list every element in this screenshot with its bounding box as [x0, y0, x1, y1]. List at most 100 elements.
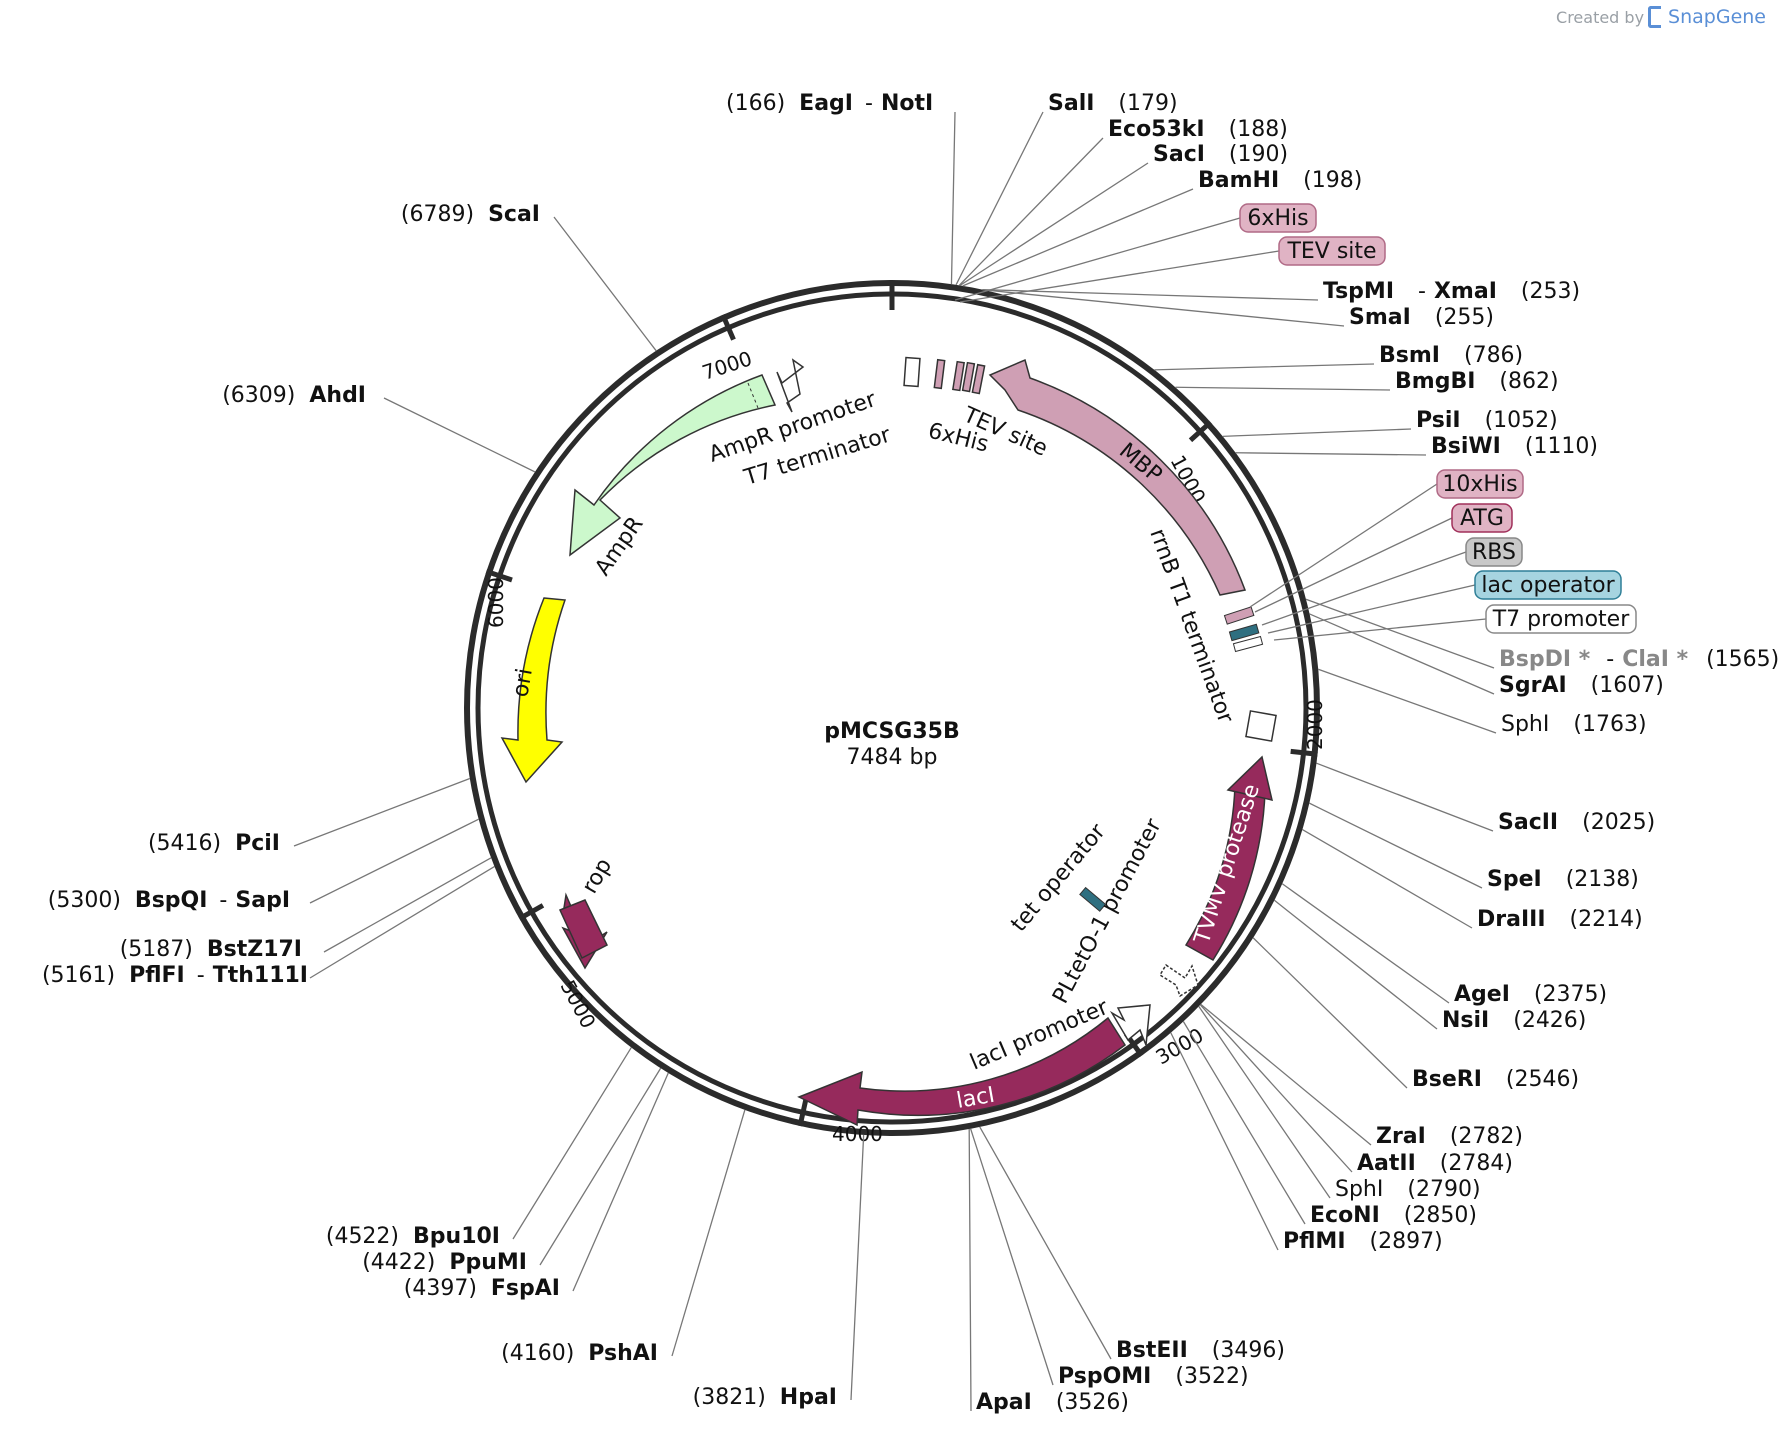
plasmid-size: 7484 bp: [847, 745, 938, 770]
leader-line-bseri-2546: [1252, 937, 1408, 1089]
site-bsteii: BstEII(3496): [1116, 1338, 1285, 1363]
site-tspmi-xmai: TspMI-XmaI(253): [1323, 279, 1580, 304]
feature-t7-terminator: [903, 356, 921, 388]
site-bmgbi: BmgBI(862): [1395, 369, 1559, 394]
site-leader-lines: [293, 111, 1497, 1412]
label-pltet-promoter: PLtetO-1 promoter: [1048, 814, 1167, 1008]
callout-box-10xhis: [1436, 469, 1524, 499]
leader-line-smai-255: [982, 289, 1345, 327]
site-bamhi: BamHI(198): [1198, 168, 1362, 193]
leader-line-bspdi-1565: [1305, 598, 1495, 669]
leader-line-bstz17i-5187: [323, 857, 492, 953]
site-sali: SalI(179): [1048, 91, 1178, 116]
leader-line-sacii-2025: [1316, 762, 1494, 832]
callout-box-6xhis: [1239, 203, 1317, 233]
leader-line-bsteii-3496: [979, 1126, 1112, 1360]
feature-mbp: [988, 358, 1247, 596]
site-bseri: BseRI(2546): [1412, 1067, 1579, 1092]
restriction-sites-right: (166)EagI-NotI SalI(179) Eco53kI(188) Sa…: [726, 91, 1779, 1415]
site-ahdi: (6309)AhdI: [222, 383, 366, 408]
leader-line-psii-1052: [1222, 428, 1412, 438]
callout-box-tev-site: [1278, 236, 1386, 266]
site-scai: (6789)ScaI: [401, 202, 540, 227]
site-pcii: (5416)PciI: [148, 831, 280, 856]
site-bpu10i: (4522)Bpu10I: [326, 1224, 500, 1249]
restriction-sites-left: (3821)HpaI (4160)PshAI (4397)FspAI (4422…: [42, 202, 837, 1410]
tick-4000: [797, 1099, 809, 1127]
feature-tet-operator: [1079, 886, 1107, 912]
leader-line-pcii-5416: [293, 777, 471, 847]
callout-line-3: [1254, 517, 1453, 613]
site-bspqi-sapi: (5300)BspQI-SapI: [48, 888, 290, 913]
feature-tev-site: [951, 360, 965, 392]
site-spei: SpeI(2138): [1487, 867, 1639, 892]
site-sgrai: SgrAI(1607): [1499, 673, 1664, 698]
leader-line-bmgbi-862: [1175, 386, 1391, 391]
site-ppumi: (4422)PpuMI: [362, 1250, 527, 1275]
callout-box-atg: [1451, 503, 1513, 533]
leader-line-aatii-2784: [1199, 1004, 1353, 1173]
credit-prefix: Created by: [1556, 7, 1645, 27]
callout-label-t7-promoter: T7 promoter: [1492, 607, 1630, 632]
leader-line-nsii-2426: [1273, 899, 1438, 1030]
site-bsmi: BsmI(786): [1379, 343, 1523, 368]
site-aatii: AatII(2784): [1357, 1151, 1513, 1176]
leader-line-scai-6789: [553, 216, 657, 352]
feature-ampr: [569, 374, 777, 557]
leader-line-draiii-2214: [1302, 828, 1473, 929]
callout-label-rbs: RBS: [1472, 540, 1516, 565]
feature-arcs: [500, 356, 1277, 1127]
feature-tvmv-protease: [1184, 784, 1266, 962]
tick-label-2000: 2000: [1303, 699, 1327, 750]
feature-t7-promoter: [1232, 635, 1264, 653]
leader-line-pflmi-2897: [1170, 1032, 1279, 1251]
backbone-outer-ring: [464, 280, 1320, 1136]
site-sphi-2790: SphI(2790): [1335, 1177, 1481, 1202]
feature-pltet-promoter: [1158, 963, 1199, 998]
site-pflfi-tth111i: (5161)PflFI-Tth111I: [42, 963, 308, 988]
callout-line-0: [954, 217, 1241, 301]
feature-10xhis: [1223, 606, 1255, 625]
site-apai: ApaI(3526): [976, 1390, 1129, 1415]
callout-line-5: [1267, 584, 1476, 634]
leader-line-bsiwi-1110: [1235, 452, 1427, 456]
leader-line-econi-2850: [1182, 1021, 1306, 1225]
feature-ampr-promoter: [776, 358, 805, 413]
site-hpai: (3821)HpaI: [693, 1385, 837, 1410]
tick-label-3000: 3000: [1152, 1023, 1208, 1069]
tick-1000: [1188, 420, 1213, 443]
feature-laci: [797, 1016, 1126, 1127]
tick-6000: [485, 569, 513, 583]
leader-line-eco53ki-188: [958, 137, 1104, 286]
site-pflmi: PflMI(2897): [1283, 1229, 1443, 1254]
site-pshai: (4160)PshAI: [501, 1341, 658, 1366]
feature-rop-body: [558, 899, 608, 960]
feature-tvmv-head: [1226, 755, 1274, 801]
leader-line-hpai-3821: [850, 1135, 865, 1401]
callout-label-atg: ATG: [1460, 506, 1504, 531]
site-sacii: SacII(2025): [1498, 810, 1655, 835]
feature-6xhis: [933, 358, 946, 390]
feature-lac-operator: [1228, 623, 1260, 642]
snapgene-credit: Created by SnapGene: [1556, 6, 1766, 28]
backbone-inner-ring: [475, 291, 1309, 1125]
callout-line-6: [1273, 618, 1487, 641]
callout-label-6xhis: 6xHis: [1247, 206, 1308, 231]
leader-line-bamhi-198: [962, 188, 1194, 287]
leader-line-pflfi-5161: [309, 865, 495, 979]
plasmid-name: pMCSG35B: [824, 719, 959, 744]
tick-7000: [720, 313, 736, 341]
callout-label-tev-site: TEV site: [1286, 239, 1376, 264]
leader-line-sphi-2790: [1198, 1006, 1331, 1199]
leader-line-bspqi-5300: [309, 818, 479, 904]
callout-box-lac-operator: [1474, 570, 1622, 600]
tick-label-7000: 7000: [699, 346, 755, 385]
feature-ori: [500, 597, 567, 784]
tick-5000: [518, 903, 545, 921]
leader-line-apai-3526: [968, 1128, 972, 1412]
site-draiii: DraIII(2214): [1477, 907, 1643, 932]
site-bspdi-clai: BspDI *-ClaI *(1565): [1499, 647, 1779, 672]
leader-line-zrai-2782: [1200, 1003, 1372, 1146]
feature-laci-promoter: [1109, 1004, 1151, 1046]
